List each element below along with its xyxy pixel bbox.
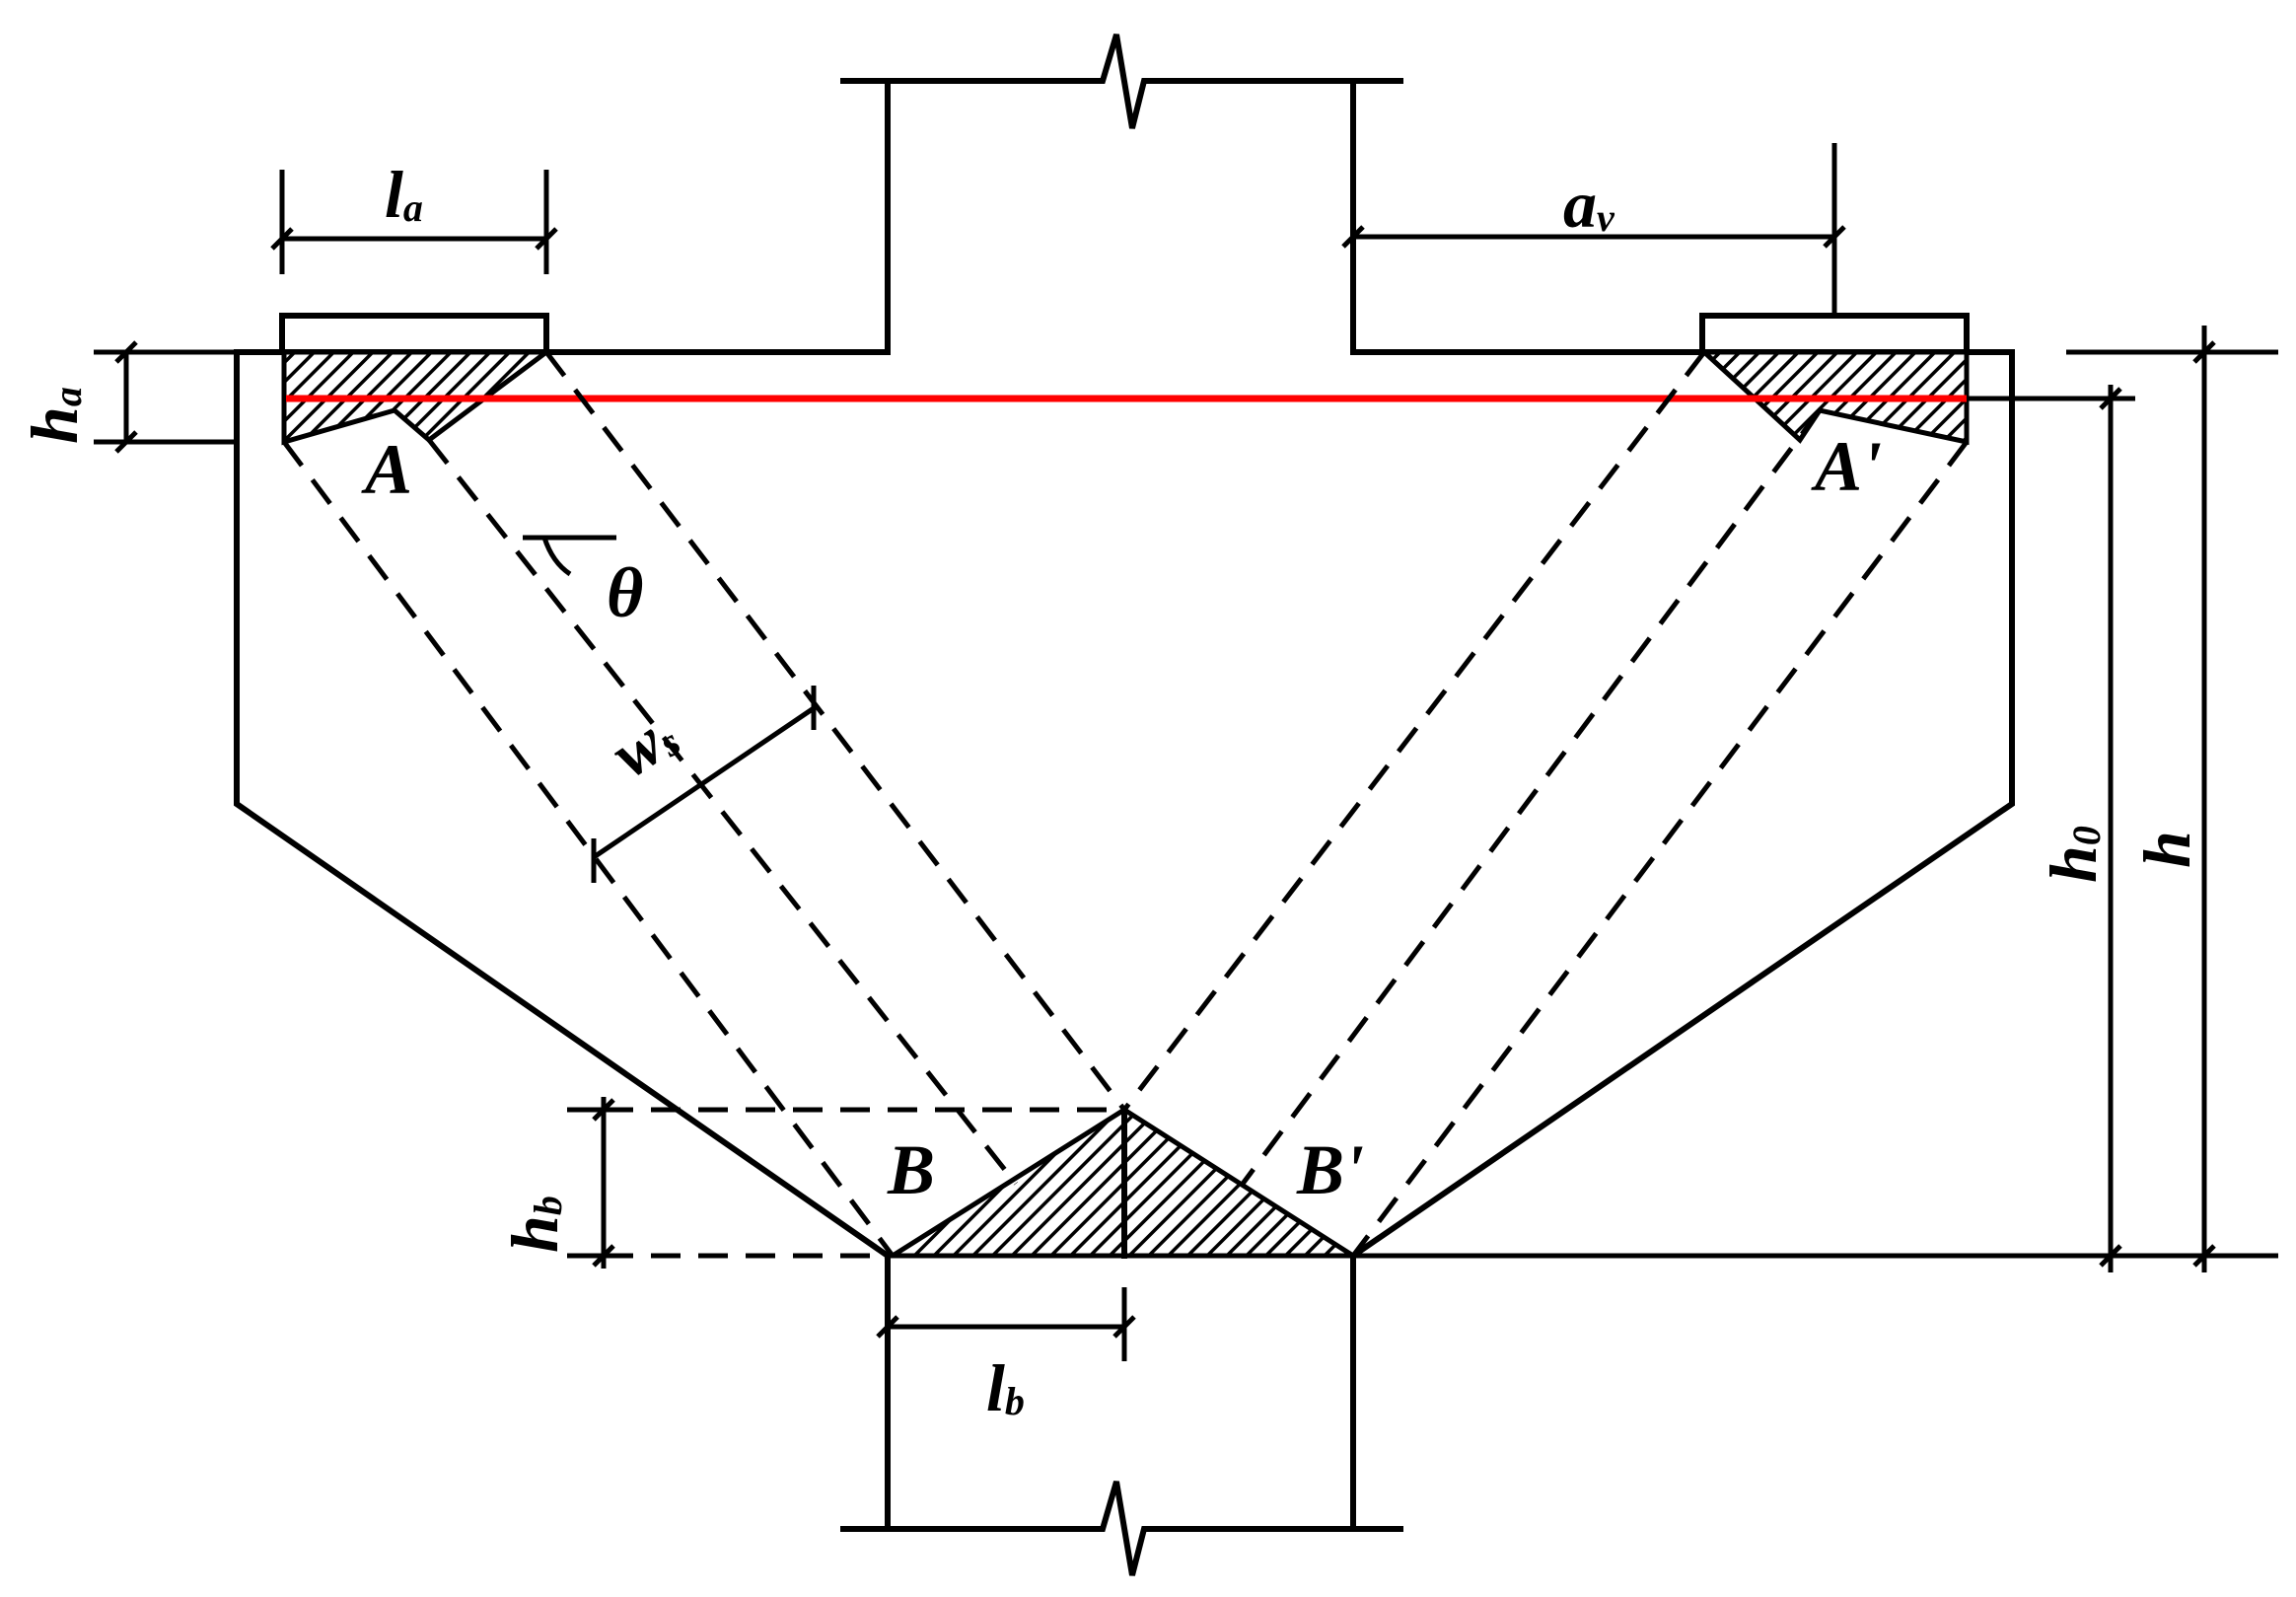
dim-lb	[876, 1287, 1136, 1361]
dim-h0	[1353, 385, 2135, 1272]
label-hb: hb	[497, 1196, 572, 1253]
label-ha: ha	[17, 387, 92, 444]
dim-ws	[591, 686, 817, 883]
label-av: av	[1563, 167, 1615, 242]
label-B-prime: B'	[1296, 1130, 1364, 1209]
dim-la	[270, 170, 558, 274]
bearing-plate-right	[1699, 313, 1970, 355]
label-h: h	[2129, 831, 2204, 868]
bearing-plate-left	[279, 313, 549, 355]
label-theta: θ	[607, 553, 643, 632]
dim-h	[2066, 326, 2278, 1272]
label-lb: lb	[986, 1350, 1025, 1425]
dim-av	[1341, 143, 1846, 314]
struts	[281, 350, 1969, 1259]
label-la: la	[385, 157, 423, 232]
dim-hb	[567, 1097, 615, 1269]
upper-column	[840, 34, 1403, 355]
label-A: A	[361, 430, 412, 509]
dim-ha	[94, 340, 237, 454]
label-h0: h0	[2036, 826, 2111, 883]
theta-angle	[523, 535, 616, 577]
label-A-prime: A'	[1811, 427, 1882, 506]
label-B: B	[887, 1130, 935, 1209]
